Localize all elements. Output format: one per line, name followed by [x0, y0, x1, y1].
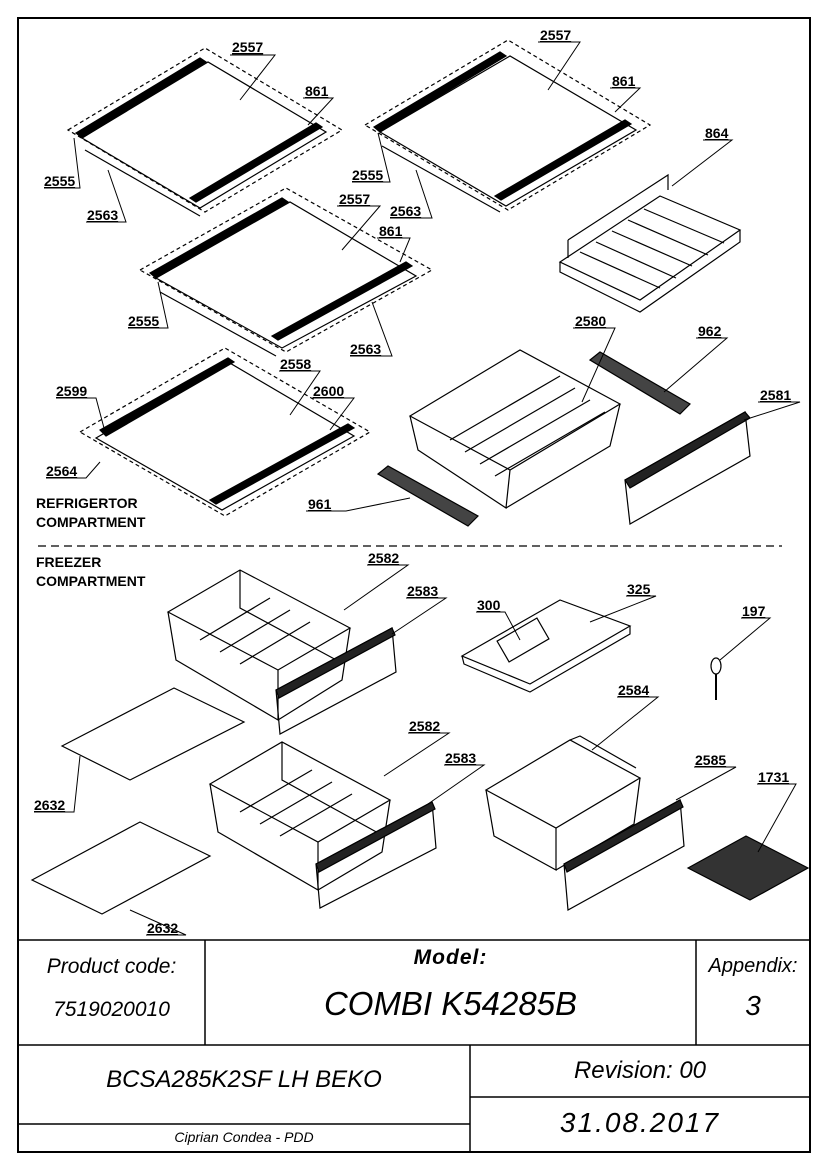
- part-label: 962: [698, 323, 722, 339]
- revision: Revision: 00: [573, 1057, 707, 1084]
- crisper-front-panel: [624, 411, 751, 525]
- part-label: 2600: [313, 383, 344, 399]
- part-label: 861: [305, 83, 329, 99]
- revision-date: 31.08.2017: [559, 1107, 721, 1138]
- part-label: 2632: [34, 797, 65, 813]
- ice-scoop: [710, 657, 722, 700]
- freezer-front-panel-2: [315, 801, 437, 909]
- freezer-glass-plate-1: [60, 687, 246, 781]
- part-label: 2581: [760, 387, 791, 403]
- ice-tray: [460, 599, 632, 693]
- appendix-value: 3: [745, 990, 761, 1021]
- section-title-refrigerator: COMPARTMENT: [36, 514, 146, 530]
- part-label: 2583: [445, 750, 476, 766]
- part-label: 2563: [390, 203, 421, 219]
- section-title-freezer: FREEZER: [36, 554, 101, 570]
- part-label: 2564: [46, 463, 77, 479]
- appendix-label: Appendix:: [708, 955, 798, 977]
- part-label: 864: [705, 125, 729, 141]
- product-code-label: Product code:: [46, 955, 177, 978]
- drawing-border: [17, 17, 811, 1153]
- glass-shelf-3: [138, 187, 434, 357]
- freezer-front-panel-1: [275, 627, 397, 735]
- part-label: 861: [612, 73, 636, 89]
- section-title-refrigerator: REFRIGERTOR: [36, 495, 138, 511]
- product-description: BCSA285K2SF LH BEKO: [106, 1066, 382, 1093]
- title-block-grid: [18, 939, 810, 1152]
- glass-shelf-1: [66, 47, 344, 217]
- wire-bottle-rack: [558, 173, 742, 313]
- drawer-rail-left: [376, 465, 479, 527]
- leader-lines: [34, 41, 801, 936]
- glass-shelf-2: [363, 39, 652, 213]
- section-title-freezer: COMPARTMENT: [36, 573, 146, 589]
- part-label: 300: [477, 597, 501, 613]
- part-label: 2563: [350, 341, 381, 357]
- part-label: 2557: [540, 27, 571, 43]
- part-label: 2599: [56, 383, 87, 399]
- part-label: 197: [742, 603, 766, 619]
- freezer-front-panel-3: [563, 799, 685, 911]
- part-label: 2557: [232, 39, 263, 55]
- part-label: 2582: [409, 718, 440, 734]
- model-value: COMBI K54285B: [323, 985, 578, 1022]
- freezer-drawer-3: [484, 735, 642, 872]
- part-label: 2555: [44, 173, 75, 189]
- part-label: 2584: [618, 682, 649, 698]
- part-label: 861: [379, 223, 403, 239]
- part-label: 2583: [407, 583, 438, 599]
- part-label: 2558: [280, 356, 311, 372]
- crisper-drawer: [408, 349, 622, 510]
- product-code-value: 7519020010: [53, 998, 170, 1021]
- glass-shelf-4: [78, 347, 372, 517]
- freezer-drawer-1: [166, 569, 352, 722]
- part-label: 961: [308, 496, 332, 512]
- part-label: 325: [627, 581, 651, 597]
- freezer-glass-plate-2: [30, 821, 212, 915]
- part-label: 2585: [695, 752, 726, 768]
- model-label: Model:: [413, 946, 488, 969]
- part-label: 2582: [368, 550, 399, 566]
- part-label: 2563: [87, 207, 118, 223]
- part-label: 2555: [128, 313, 159, 329]
- drawer-rail-right: [588, 351, 691, 415]
- author: Ciprian Condea - PDD: [174, 1129, 314, 1145]
- part-label: 2632: [147, 920, 178, 936]
- part-label: 2555: [352, 167, 383, 183]
- part-label: 1731: [758, 769, 789, 785]
- part-label: 2580: [575, 313, 606, 329]
- ice-cube-tray: [686, 835, 810, 901]
- part-label: 2557: [339, 191, 370, 207]
- freezer-drawer-2: [208, 741, 392, 892]
